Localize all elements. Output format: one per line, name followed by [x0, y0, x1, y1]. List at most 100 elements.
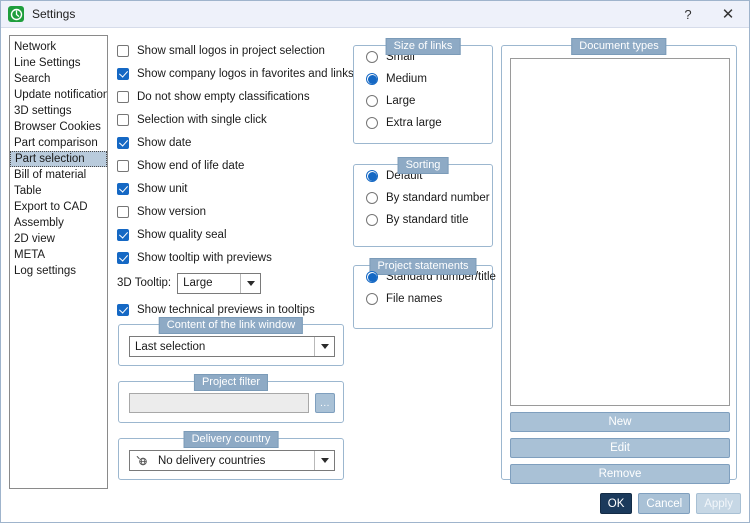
checkbox-company-logos[interactable] [117, 67, 129, 80]
settings-target-icon [8, 6, 24, 22]
sidebar-item-2d-view[interactable]: 2D view [14, 233, 55, 245]
radio-size-large[interactable] [366, 95, 378, 107]
sidebar-item-part-comparison[interactable]: Part comparison [14, 137, 98, 149]
chevron-down-icon[interactable] [240, 273, 260, 293]
delivery-country-dropdown[interactable]: No delivery countries [129, 450, 335, 471]
checkbox-label-end-of-life-date: Show end of life date [137, 159, 245, 172]
checkbox-small-logos[interactable] [117, 44, 129, 57]
checkbox-technical-previews[interactable] [117, 303, 129, 316]
checkbox-label-technical-previews: Show technical previews in tooltips [137, 303, 315, 316]
checkbox-show-unit[interactable] [117, 182, 129, 195]
sidebar-item-part-selection[interactable]: Part selection [10, 151, 107, 167]
radio-label-statement-file-names: File names [386, 293, 443, 305]
new-document-type-button[interactable]: New [510, 412, 730, 432]
chevron-down-icon[interactable] [314, 451, 334, 470]
checkbox-label-single-click: Selection with single click [137, 113, 267, 126]
project-statements-group: Project statements Standard number/title… [353, 258, 496, 329]
checkbox-quality-seal[interactable] [117, 228, 129, 241]
delivery-country-group: Delivery country No delivery countries [118, 431, 344, 480]
checkbox-show-date[interactable] [117, 136, 129, 149]
tooltip-size-value: Large [183, 277, 213, 289]
checkbox-label-show-date: Show date [137, 136, 192, 149]
tooltip-size-row: 3D Tooltip: Large [117, 270, 345, 296]
radio-row-sort-standard-number[interactable]: By standard number [366, 187, 492, 209]
radio-statement-file-names[interactable] [366, 293, 378, 305]
radio-label-size-medium: Medium [386, 73, 427, 85]
checkbox-label-company-logos: Show company logos in favorites and link… [137, 67, 354, 80]
apply-button[interactable]: Apply [696, 493, 741, 514]
radio-row-size-medium[interactable]: Medium [366, 68, 492, 90]
project-statements-legend: Project statements [369, 258, 477, 275]
checkbox-row-tooltip-previews[interactable]: Show tooltip with previews [117, 246, 345, 269]
radio-size-extra-large[interactable] [366, 117, 378, 129]
cancel-button[interactable]: Cancel [638, 493, 691, 514]
edit-document-type-button[interactable]: Edit [510, 438, 730, 458]
checkbox-end-of-life-date[interactable] [117, 159, 129, 172]
link-window-legend: Content of the link window [158, 317, 304, 334]
sidebar-item-meta[interactable]: META [14, 249, 46, 261]
checkbox-row-company-logos[interactable]: Show company logos in favorites and link… [117, 62, 354, 85]
checkbox-label-show-unit: Show unit [137, 182, 188, 195]
sidebar-item-line-settings[interactable]: Line Settings [14, 57, 81, 69]
radio-size-small[interactable] [366, 51, 378, 63]
checkbox-row-show-unit[interactable]: Show unit [117, 177, 345, 200]
radio-sort-standard-number[interactable] [366, 192, 378, 204]
checkbox-row-small-logos[interactable]: Show small logos in project selection [117, 39, 345, 62]
size-of-links-group: Size of links Small Medium Large Extra l… [353, 38, 493, 144]
radio-row-statement-file-names[interactable]: File names [366, 288, 492, 310]
ok-button[interactable]: OK [599, 493, 633, 514]
tooltip-size-dropdown[interactable]: Large [177, 272, 262, 294]
sidebar-item-bill-of-material[interactable]: Bill of material [14, 169, 87, 181]
chevron-down-icon[interactable] [314, 337, 334, 356]
sidebar-item-assembly[interactable]: Assembly [14, 217, 64, 229]
checkbox-label-tooltip-previews: Show tooltip with previews [137, 251, 272, 264]
window-title: Settings [32, 7, 76, 21]
sidebar-item-network[interactable]: Network [14, 41, 57, 53]
project-filter-group: Project filter ... [118, 374, 344, 423]
checkbox-row-end-of-life-date[interactable]: Show end of life date [117, 154, 345, 177]
settings-category-list[interactable]: Network Line Settings Search Update noti… [9, 35, 108, 489]
radio-sort-default[interactable] [366, 170, 378, 182]
checkbox-empty-classifications[interactable] [117, 90, 129, 103]
checkbox-row-empty-classifications[interactable]: Do not show empty classifications [117, 85, 345, 108]
link-window-group: Content of the link window Last selectio… [118, 317, 344, 366]
sorting-legend: Sorting [397, 157, 449, 174]
radio-row-sort-standard-title[interactable]: By standard title [366, 209, 492, 231]
document-types-list[interactable] [510, 58, 730, 406]
radio-sort-standard-title[interactable] [366, 214, 378, 226]
sidebar-item-update-notification[interactable]: Update notification [14, 89, 108, 101]
checkbox-row-single-click[interactable]: Selection with single click [117, 108, 345, 131]
close-icon[interactable]: ✕ [721, 6, 735, 23]
link-window-value: Last selection [135, 340, 206, 353]
radio-label-size-large: Large [386, 95, 416, 107]
remove-document-type-button[interactable]: Remove [510, 464, 730, 484]
link-window-dropdown[interactable]: Last selection [129, 336, 335, 357]
dialog-footer: OK Cancel Apply [599, 493, 741, 514]
checkbox-tooltip-previews[interactable] [117, 251, 129, 264]
help-button[interactable]: ? [684, 6, 692, 22]
radio-statement-standard-number-title[interactable] [366, 271, 378, 283]
checkbox-show-version[interactable] [117, 205, 129, 218]
document-types-legend: Document types [571, 38, 667, 55]
part-selection-options: Show small logos in project selection Sh… [117, 39, 354, 321]
sidebar-item-export-to-cad[interactable]: Export to CAD [14, 201, 88, 213]
sidebar-item-log-settings[interactable]: Log settings [14, 265, 77, 277]
radio-row-size-large[interactable]: Large [366, 90, 492, 112]
sorting-group: Sorting Default By standard number By st… [353, 157, 493, 247]
radio-size-medium[interactable] [366, 73, 378, 85]
checkbox-row-technical-previews[interactable]: Show technical previews in tooltips [117, 298, 345, 321]
checkbox-row-show-version[interactable]: Show version [117, 200, 345, 223]
delivery-country-value: No delivery countries [158, 454, 266, 467]
sidebar-item-3d-settings[interactable]: 3D settings [14, 105, 72, 117]
sidebar-item-search[interactable]: Search [14, 73, 51, 85]
checkbox-row-quality-seal[interactable]: Show quality seal [117, 223, 345, 246]
project-filter-input[interactable] [129, 393, 309, 413]
sidebar-item-browser-cookies[interactable]: Browser Cookies [14, 121, 101, 133]
delivery-country-legend: Delivery country [183, 431, 279, 448]
checkbox-single-click[interactable] [117, 113, 129, 126]
radio-row-size-extra-large[interactable]: Extra large [366, 112, 492, 134]
sidebar-item-table[interactable]: Table [14, 185, 42, 197]
checkbox-row-show-date[interactable]: Show date [117, 131, 345, 154]
project-filter-browse-button[interactable]: ... [315, 393, 335, 413]
